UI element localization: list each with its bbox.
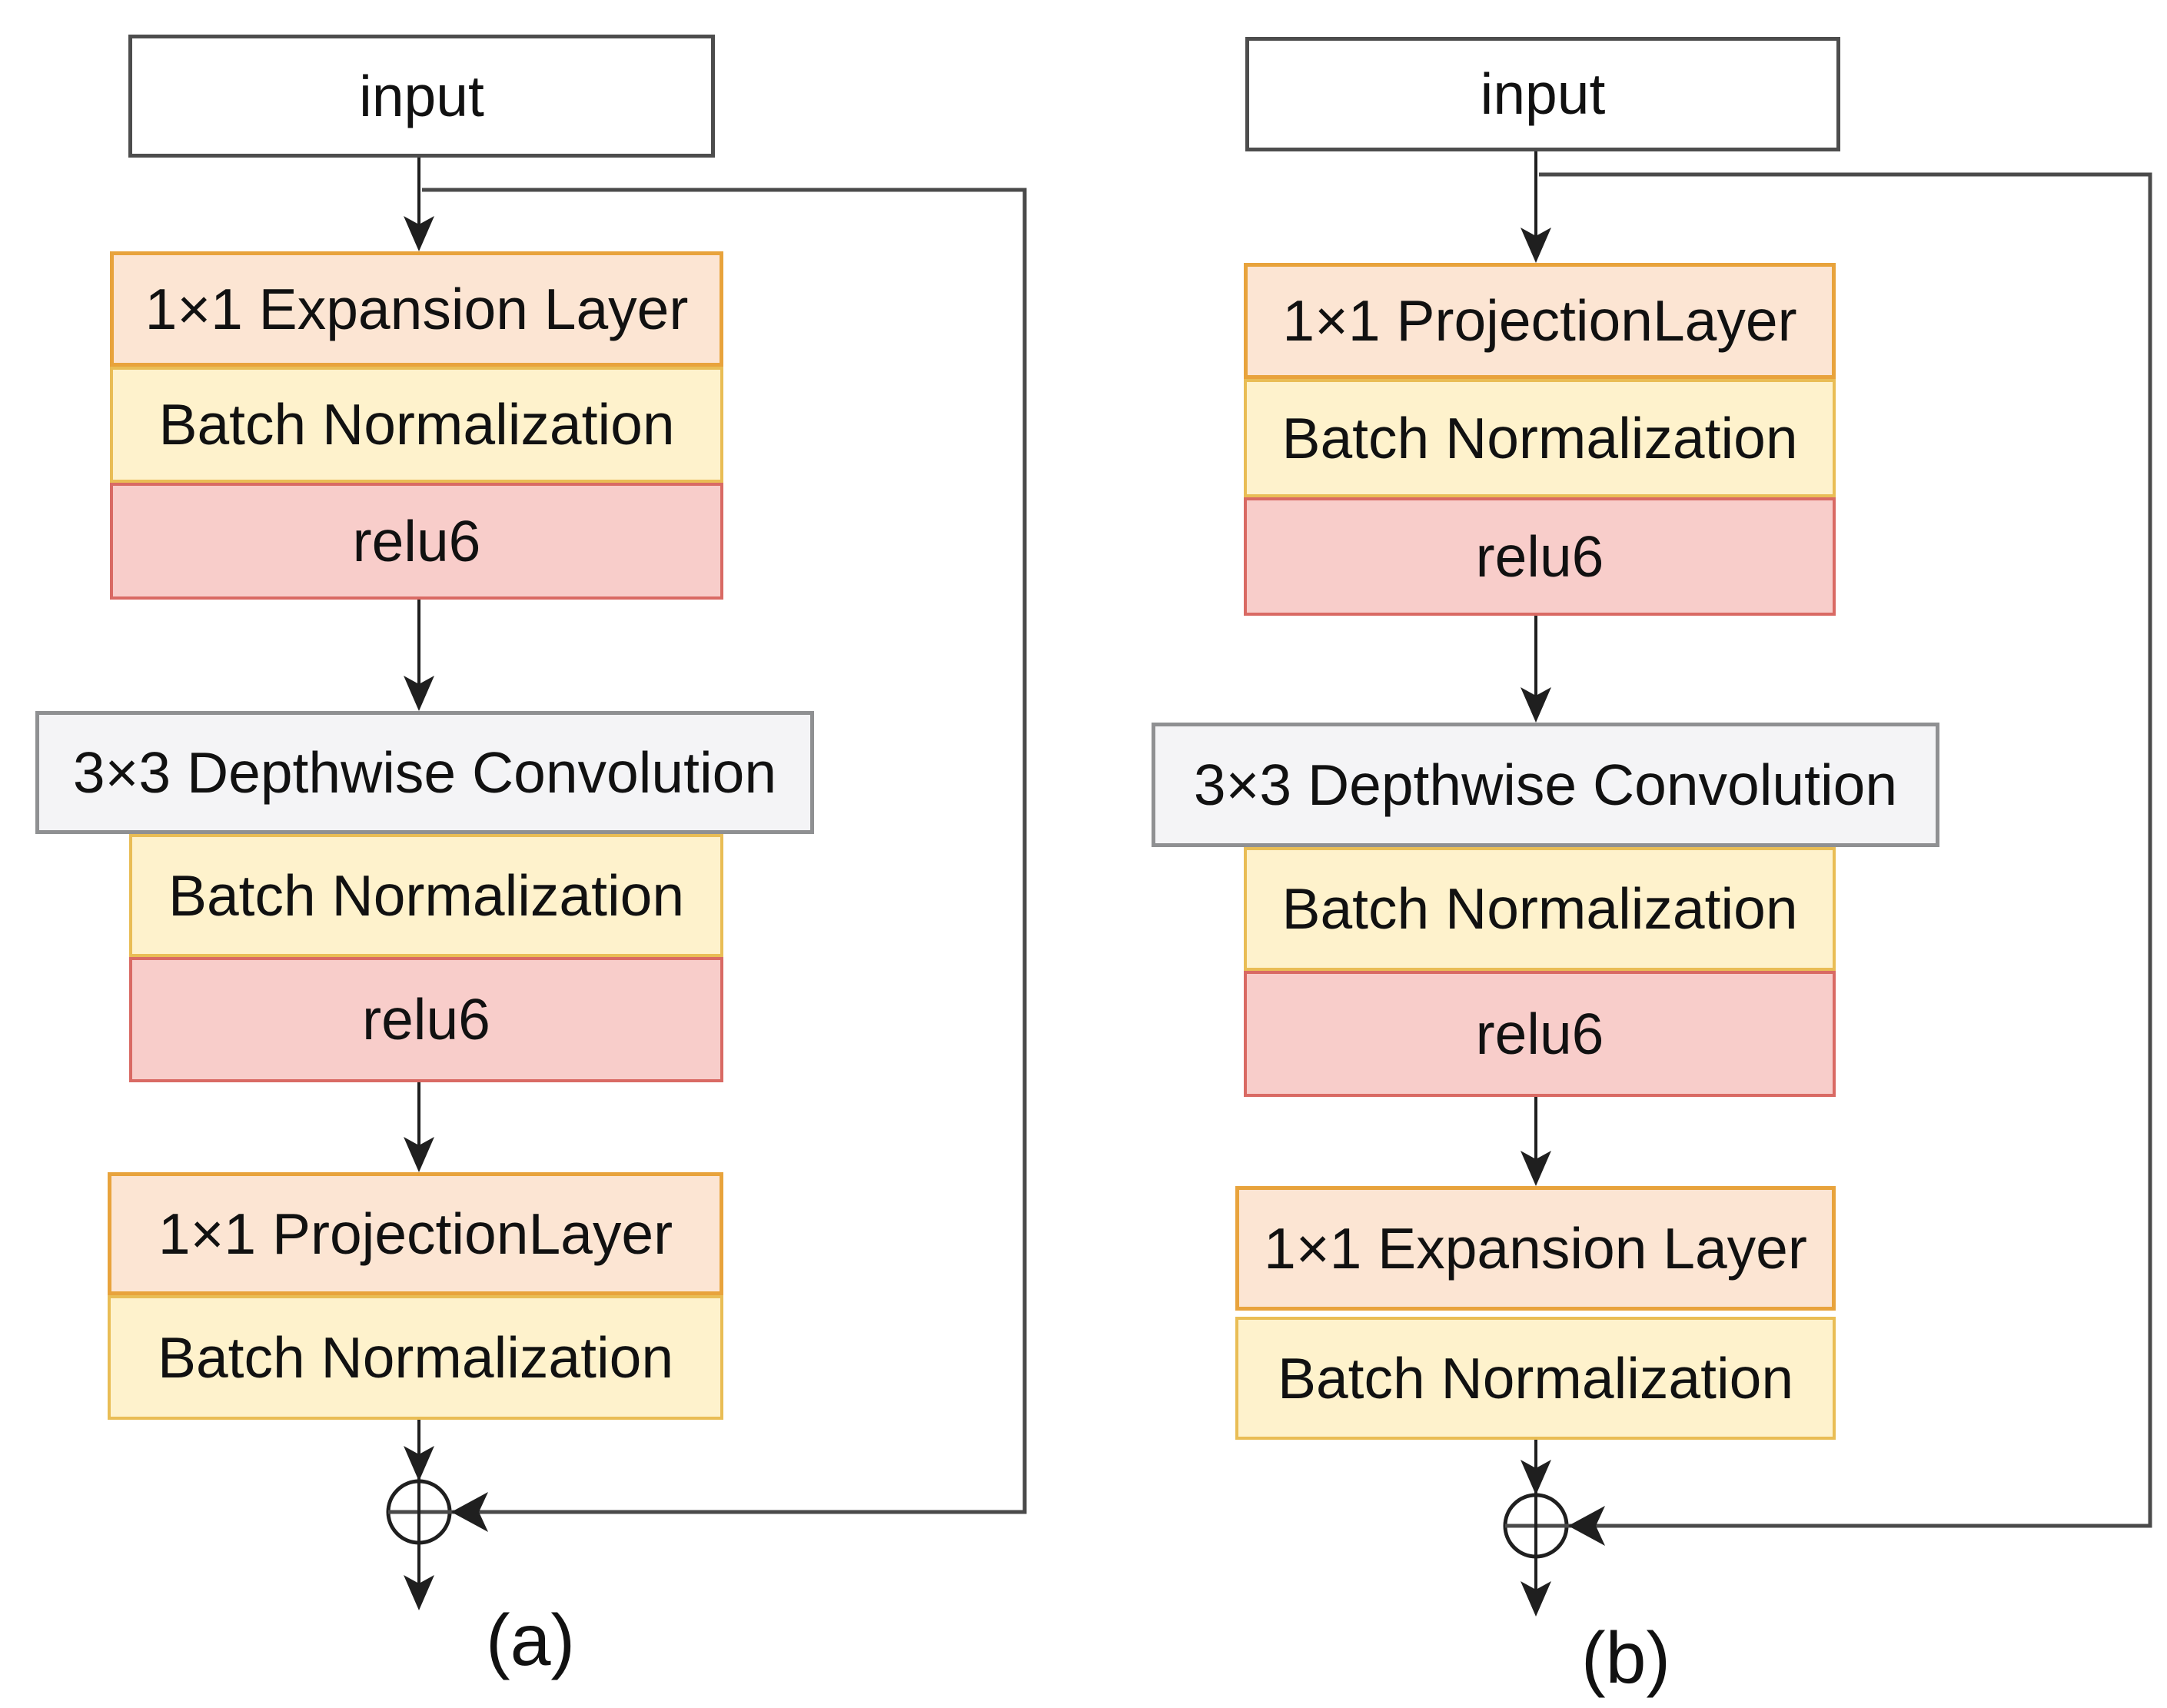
- batch-norm-2-box-b: Batch Normalization: [1244, 847, 1836, 971]
- skip-arrowhead-b: [1568, 1506, 1605, 1546]
- relu6-1-box-b: relu6: [1244, 497, 1836, 616]
- batch-norm-3-box-a: Batch Normalization: [108, 1295, 723, 1420]
- output-arrowhead-b: [1521, 1581, 1551, 1617]
- skip-connection-line-b: [1505, 172, 2152, 1528]
- arrowhead-icon: [404, 1137, 434, 1172]
- projection-layer-box-a: 1×1 ProjectionLayer: [108, 1172, 723, 1295]
- expansion-layer-box-a: 1×1 Expansion Layer: [110, 251, 723, 367]
- relu6-1-box-a: relu6: [110, 483, 723, 600]
- batch-norm-1-box-a: Batch Normalization: [110, 367, 723, 483]
- relu6-2-box-a: relu6: [129, 957, 723, 1082]
- skip-arrowhead-a: [451, 1492, 488, 1532]
- caption-b: (b): [1580, 1617, 1671, 1699]
- output-arrowhead-a: [404, 1575, 434, 1610]
- wiring-a: [386, 158, 1027, 1610]
- batch-norm-1-box-b: Batch Normalization: [1244, 379, 1836, 497]
- arrowhead-icon: [1521, 1151, 1551, 1186]
- skip-connection-line-a: [388, 188, 1027, 1514]
- relu6-2-box-b: relu6: [1244, 971, 1836, 1097]
- caption-a: (a): [485, 1600, 576, 1681]
- input-box-a: input: [128, 35, 715, 158]
- batch-norm-3-box-b: Batch Normalization: [1235, 1317, 1836, 1440]
- depthwise-conv-box-b: 3×3 Depthwise Convolution: [1152, 723, 1939, 847]
- expansion-layer-box-b: 1×1 Expansion Layer: [1235, 1186, 1836, 1311]
- depthwise-conv-box-a: 3×3 Depthwise Convolution: [35, 711, 814, 834]
- arrowhead-icon: [1521, 687, 1551, 723]
- input-box-b: input: [1245, 37, 1840, 151]
- batch-norm-2-box-a: Batch Normalization: [129, 834, 723, 957]
- arrowhead-icon: [1521, 1460, 1551, 1495]
- arrowhead-icon: [1521, 228, 1551, 263]
- projection-layer-box-b: 1×1 ProjectionLayer: [1244, 263, 1836, 379]
- wiring-b: [1503, 151, 2152, 1617]
- arrowhead-icon: [404, 1446, 434, 1481]
- arrowhead-icon: [404, 216, 434, 251]
- arrowhead-icon: [404, 676, 434, 711]
